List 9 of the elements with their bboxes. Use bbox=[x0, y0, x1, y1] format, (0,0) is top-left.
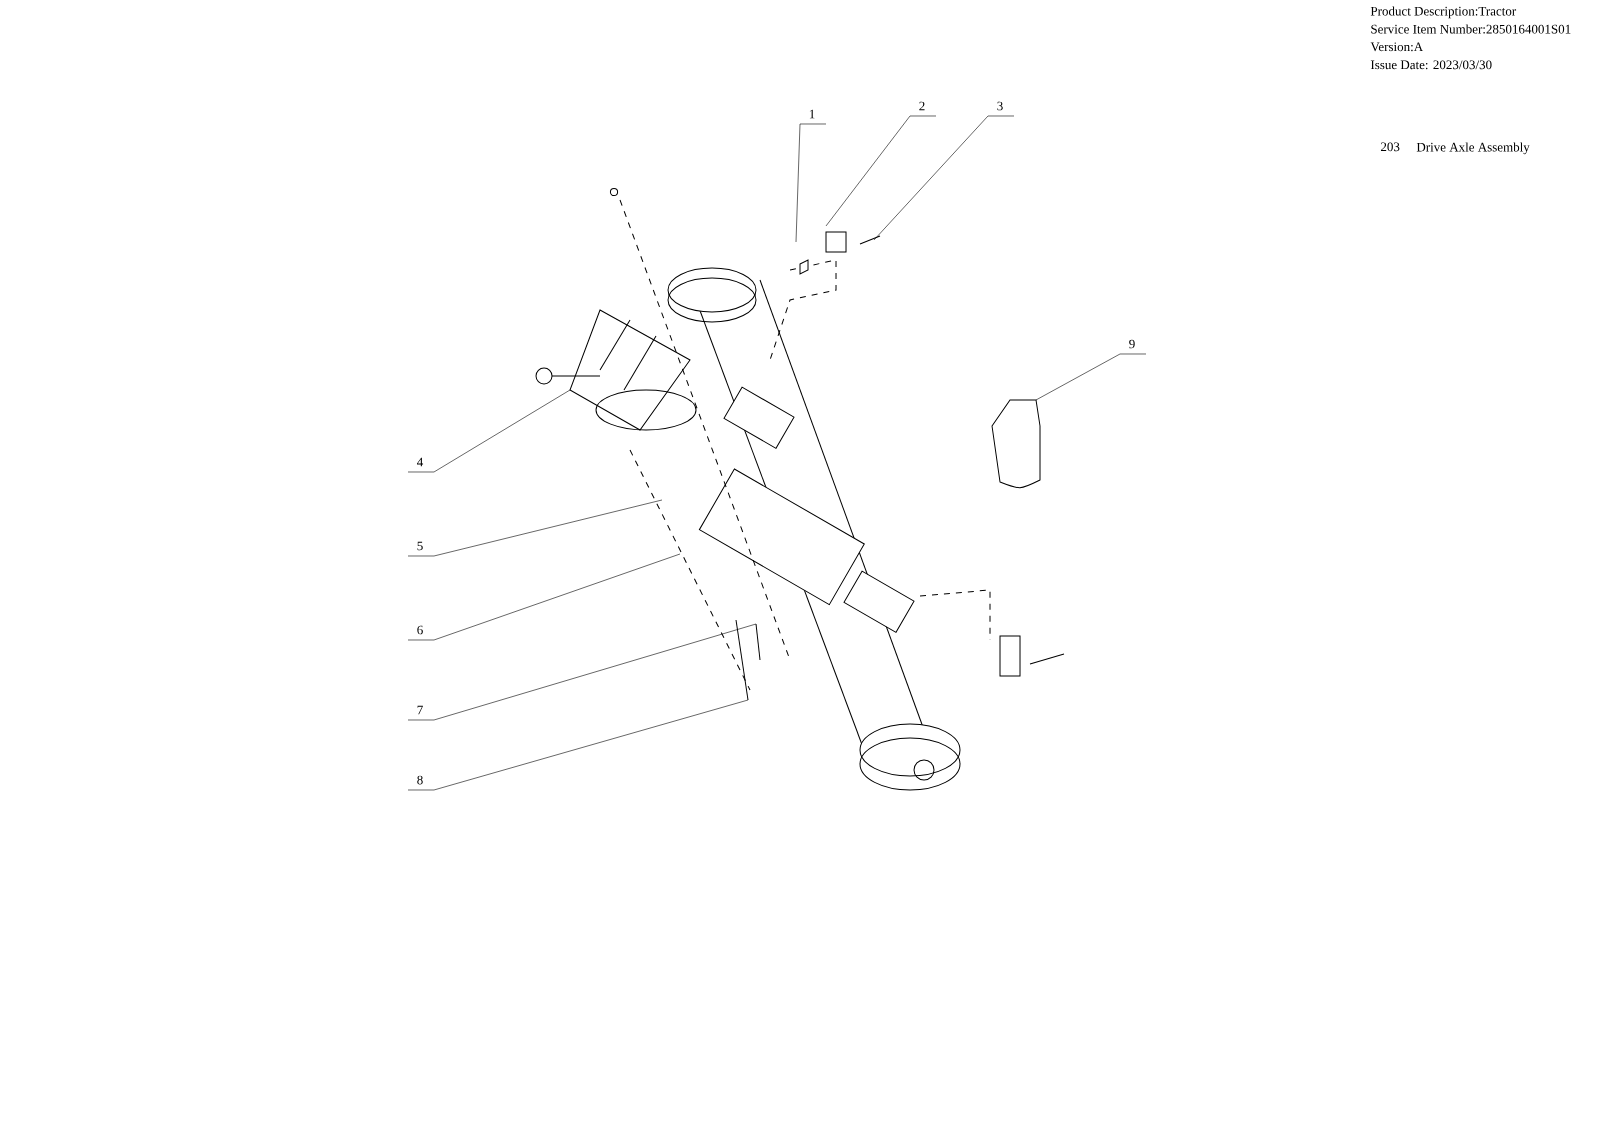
leader-line bbox=[433, 553, 681, 641]
leader-line bbox=[795, 123, 801, 243]
leader-line bbox=[1035, 353, 1121, 401]
leader-line bbox=[433, 623, 757, 721]
leader-line bbox=[825, 115, 911, 227]
leader-line bbox=[433, 699, 749, 791]
leader-line bbox=[433, 499, 663, 557]
leader-line bbox=[433, 389, 571, 473]
leader-line bbox=[873, 115, 989, 241]
